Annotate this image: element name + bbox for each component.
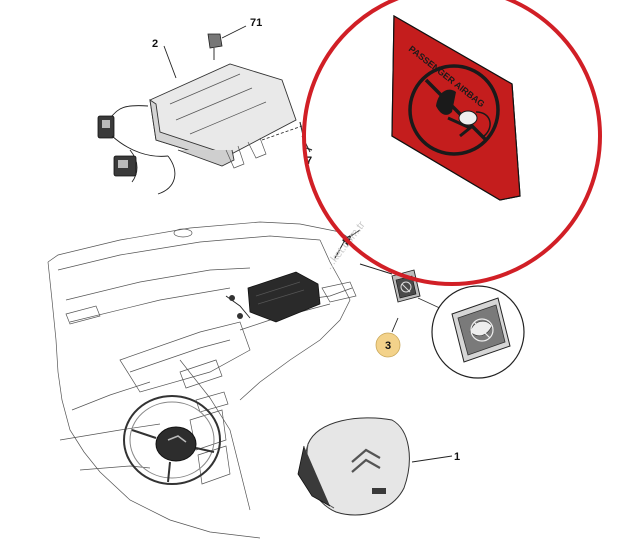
airbag-module-icon: [97, 33, 313, 195]
callout-connector: 7: [306, 155, 312, 167]
highlight-circle: [302, 0, 602, 286]
callout-badge-3: 3: [375, 332, 401, 358]
callout-driver-airbag: 1: [454, 451, 460, 463]
indicator-zoom-circle: [431, 285, 525, 379]
passenger-airbag-label: PASSENGER AIRBAG: [391, 14, 521, 201]
callout-airbag-module: 2: [152, 38, 158, 50]
callout-indicator: 3: [385, 340, 391, 352]
steering-wheel-icon: [123, 395, 221, 485]
driver-airbag-icon: [297, 417, 410, 516]
callout-clip: 71: [250, 17, 262, 29]
